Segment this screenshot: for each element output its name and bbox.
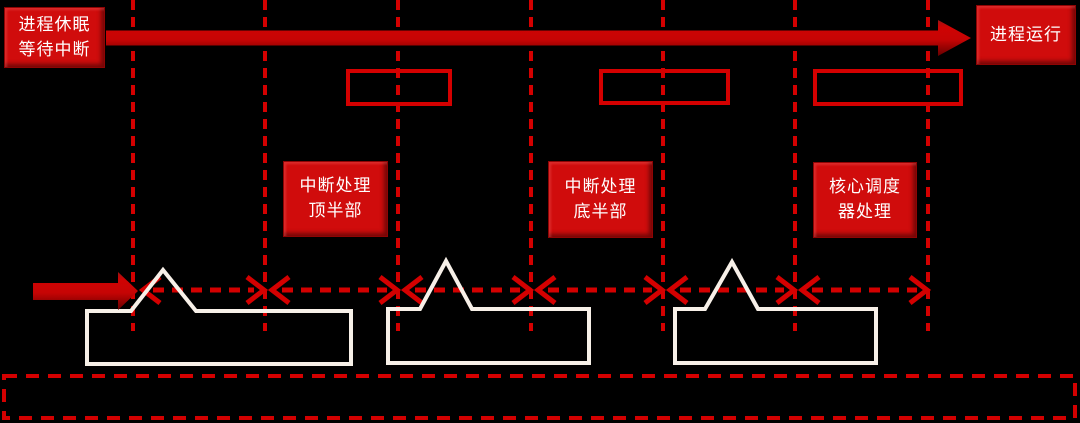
irq-bottom-half-label: 中断处理 底半部 [548,161,653,238]
arrowhead-left-5 [665,275,689,305]
interrupt-trigger-arrow [33,272,138,310]
process-run-box: 进程运行 [976,5,1076,65]
scheduler-line2: 器处理 [838,202,892,222]
waveform-pulse-3 [673,257,878,365]
scheduler-line1: 核心调度 [829,177,901,197]
arrowhead-right-3 [511,275,535,305]
arrowhead-left-3 [400,275,424,305]
arrowhead-right-2 [378,275,402,305]
vertical-dashed-gridlines [131,0,930,331]
signal-waveforms [85,256,878,366]
arrowhead-left-6 [797,275,821,305]
phase-slot-box-2 [599,69,730,105]
irq-bottom-half-line2: 底半部 [573,201,628,222]
process-sleep-line2: 等待中断 [18,39,91,60]
process-sleep-line1: 进程休眠 [18,14,91,35]
irq-top-half-line2: 顶半部 [308,201,363,221]
arrowhead-left-2 [267,275,291,305]
process-timeline-arrow [106,20,971,56]
arrowhead-right-4 [643,275,667,305]
process-run-label: 进程运行 [990,24,1062,45]
irq-top-half-label: 中断处理 顶半部 [283,161,388,237]
waveform-pulse-2 [386,256,591,365]
arrowhead-right-6 [908,275,932,305]
irq-top-half-line1: 中断处理 [299,176,372,196]
phase-slot-box-3 [813,69,963,106]
arrowhead-left-4 [533,275,557,305]
irq-bottom-half-line1: 中断处理 [564,176,637,197]
interval-measure-arrows [138,275,932,305]
process-sleep-box: 进程休眠 等待中断 [4,7,105,68]
arrowhead-right-1 [245,275,269,305]
scheduler-label: 核心调度 器处理 [813,162,917,238]
bottom-dashed-region [2,374,1077,420]
arrowhead-right-5 [775,275,799,305]
waveform-pulse-1 [85,266,353,366]
phase-slot-box-1 [346,69,452,106]
